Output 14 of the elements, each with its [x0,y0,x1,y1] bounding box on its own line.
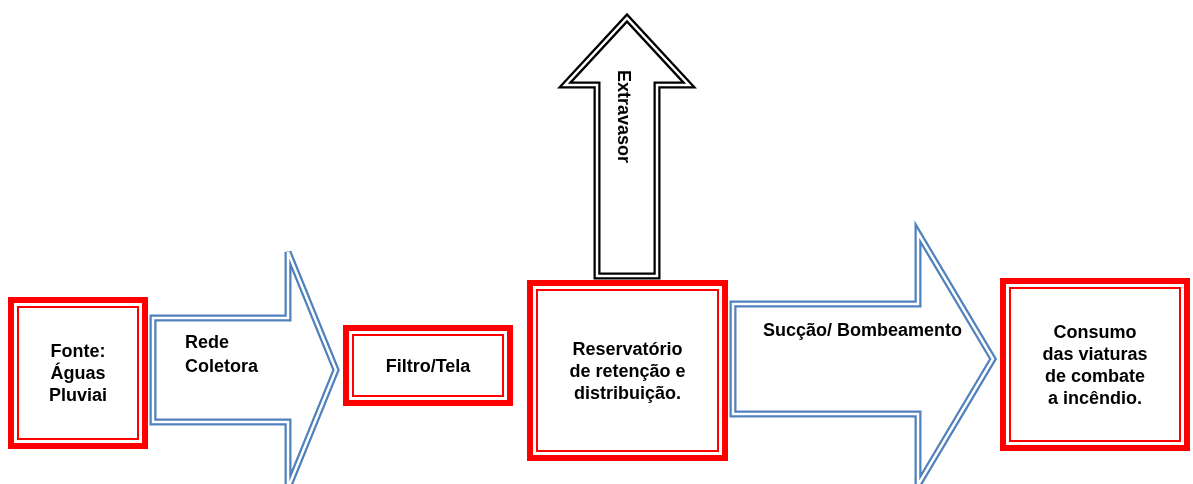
block-arrow [149,248,340,484]
box-text: Filtro/Tela [384,354,472,377]
process-box [343,325,513,406]
arrow-label: Rede Coletora [185,331,259,378]
block-arrow [557,12,697,280]
box-text: Consumo das viaturas de combate a incêndio. [1041,320,1149,409]
box-text: Reservatório de retenção e distribuição. [568,337,687,404]
block-arrow [729,220,998,484]
arrow-label: Extravasor [613,70,635,164]
process-box [8,297,148,449]
box-text: Fonte: Águas Pluviai [48,340,108,406]
arrow-label: Sucção/ Bombeamento [761,319,963,342]
process-box [527,280,728,461]
process-box [1000,278,1190,451]
